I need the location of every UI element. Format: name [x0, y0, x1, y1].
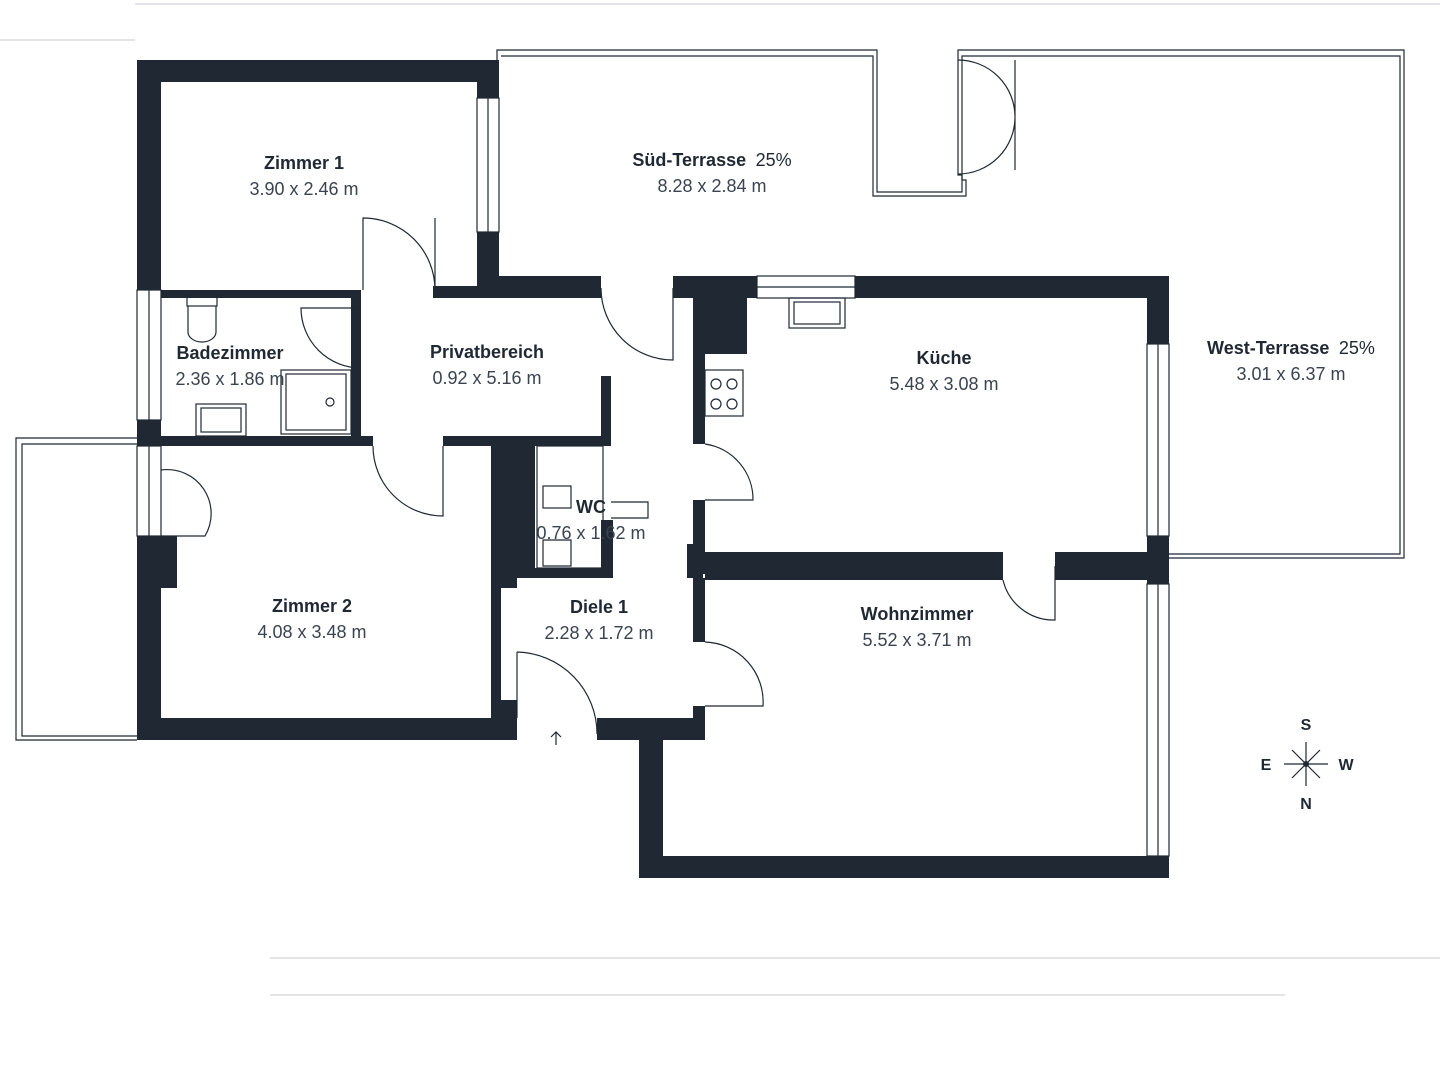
- room-privatbereich: Privatbereich 0.92 x 5.16 m: [430, 342, 544, 388]
- doors: [160, 59, 1056, 745]
- room-wohnzimmer: Wohnzimmer 5.52 x 3.71 m: [861, 604, 974, 650]
- fixtures: [186, 291, 846, 569]
- compass-label-south: S: [1301, 717, 1312, 734]
- room-zimmer2: Zimmer 2 4.08 x 3.48 m: [257, 596, 366, 642]
- room-name: Privatbereich: [430, 342, 544, 362]
- room-share: 25%: [1339, 338, 1375, 358]
- room-dims: 8.28 x 2.84 m: [657, 176, 766, 196]
- room-dims: 0.76 x 1.62 m: [536, 523, 645, 543]
- room-sued-terrasse: Süd-Terrasse 25% 8.28 x 2.84 m: [632, 150, 791, 196]
- room-share: 25%: [756, 150, 792, 170]
- compass-label-east: E: [1261, 757, 1272, 774]
- room-dims: 4.08 x 3.48 m: [257, 622, 366, 642]
- room-west-terrasse: West-Terrasse 25% 3.01 x 6.37 m: [1207, 338, 1375, 384]
- room-dims: 0.92 x 5.16 m: [432, 368, 541, 388]
- room-name: Süd-Terrasse: [632, 150, 746, 170]
- room-dims: 2.36 x 1.86 m: [175, 369, 284, 389]
- room-zimmer1: Zimmer 1 3.90 x 2.46 m: [249, 153, 358, 199]
- room-wc: WC 0.76 x 1.62 m: [536, 497, 645, 543]
- room-name: Badezimmer: [176, 343, 283, 363]
- room-name: West-Terrasse: [1207, 338, 1329, 358]
- compass-label-north: N: [1300, 796, 1312, 813]
- room-name: Wohnzimmer: [861, 604, 974, 624]
- walls: [137, 60, 1169, 878]
- room-dims: 3.90 x 2.46 m: [249, 179, 358, 199]
- room-diele1: Diele 1 2.28 x 1.72 m: [544, 597, 653, 643]
- terrace-outlines: [15, 49, 1405, 741]
- compass: S N E W: [1261, 717, 1355, 813]
- room-name: Diele 1: [570, 597, 628, 617]
- room-name: Küche: [916, 348, 971, 368]
- room-dims: 5.52 x 3.71 m: [862, 630, 971, 650]
- room-dims: 2.28 x 1.72 m: [544, 623, 653, 643]
- room-dims: 3.01 x 6.37 m: [1236, 364, 1345, 384]
- windows: [136, 97, 1170, 857]
- room-kueche: Küche 5.48 x 3.08 m: [889, 348, 998, 394]
- room-badezimmer: Badezimmer 2.36 x 1.86 m: [175, 343, 284, 389]
- compass-label-west: W: [1338, 757, 1354, 774]
- room-name: Zimmer 2: [272, 596, 352, 616]
- page-guides: [0, 3, 1440, 996]
- svg-text:Süd-Terrasse 25%: Süd-Terrasse 25%: [632, 150, 791, 170]
- room-dims: 5.48 x 3.08 m: [889, 374, 998, 394]
- room-name: Zimmer 1: [264, 153, 344, 173]
- room-name: WC: [576, 497, 606, 517]
- svg-text:West-Terrasse 25%: West-Terrasse 25%: [1207, 338, 1375, 358]
